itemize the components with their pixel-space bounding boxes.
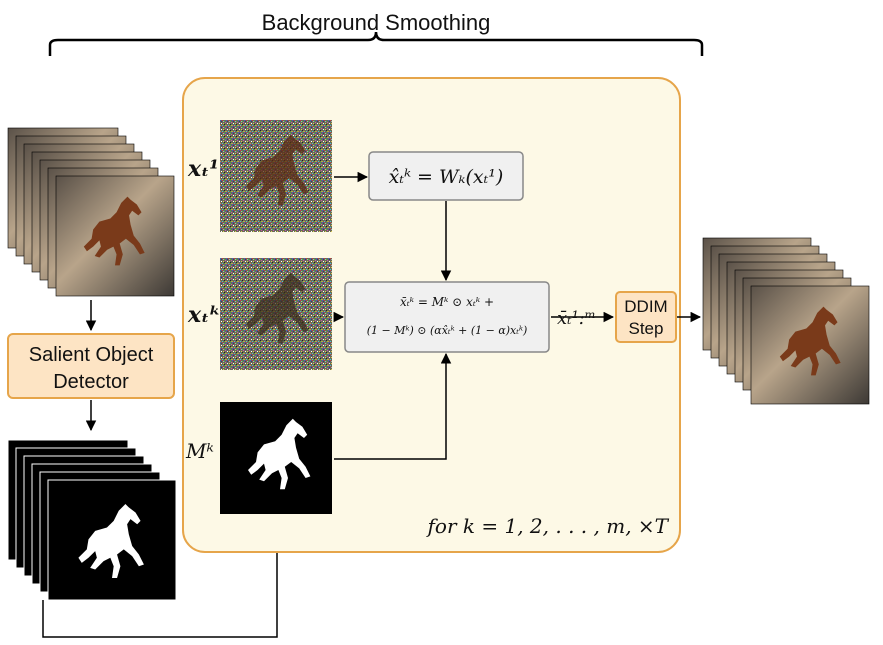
output-video-frames <box>702 237 870 405</box>
noisy-frame-first <box>220 120 332 232</box>
detector-label-line2: Detector <box>53 371 129 393</box>
ddim-label-line1: DDIM <box>624 297 667 316</box>
mask-frame-stack <box>7 439 177 601</box>
output-symbol: x̄ₜ¹:ᵐ <box>557 308 596 329</box>
wk-formula: x̂ₜᵏ = Wₖ(xₜ¹) <box>389 166 504 188</box>
noisy-frame-k <box>220 258 332 370</box>
loop-caption: for k = 1, 2, . . . , m, ×T <box>426 514 670 538</box>
top-brace <box>48 31 704 56</box>
blend-box: x̄ₜᵏ = Mᵏ ⊙ xₜᵏ + (1 − Mᵏ) ⊙ (αx̂ₜᵏ + (1… <box>344 281 550 353</box>
salient-object-detector-box: Salient Object Detector <box>7 333 175 399</box>
detector-label-line1: Salient Object <box>29 344 154 366</box>
blend-formula-line1: x̄ₜᵏ = Mᵏ ⊙ xₜᵏ + <box>400 295 494 309</box>
wk-warp-box: x̂ₜᵏ = Wₖ(xₜ¹) <box>368 151 524 201</box>
label-m-k: Mᵏ <box>185 439 214 463</box>
blend-formula-line2: (1 − Mᵏ) ⊙ (αx̂ₜᵏ + (1 − α)xₜᵏ) <box>367 324 528 337</box>
ddim-label-line2: Step <box>629 319 664 338</box>
mask-connector-arrow <box>42 518 283 638</box>
label-x-t-k: xₜᵏ <box>187 302 221 328</box>
label-x-t-1: xₜ¹ <box>187 156 219 182</box>
mask-frame-k <box>220 402 332 514</box>
diagram-title: Background Smoothing <box>262 10 491 35</box>
input-frame-stack <box>7 127 175 297</box>
ddim-step-box: DDIM Step <box>615 291 677 343</box>
input-video-frames <box>7 127 175 297</box>
